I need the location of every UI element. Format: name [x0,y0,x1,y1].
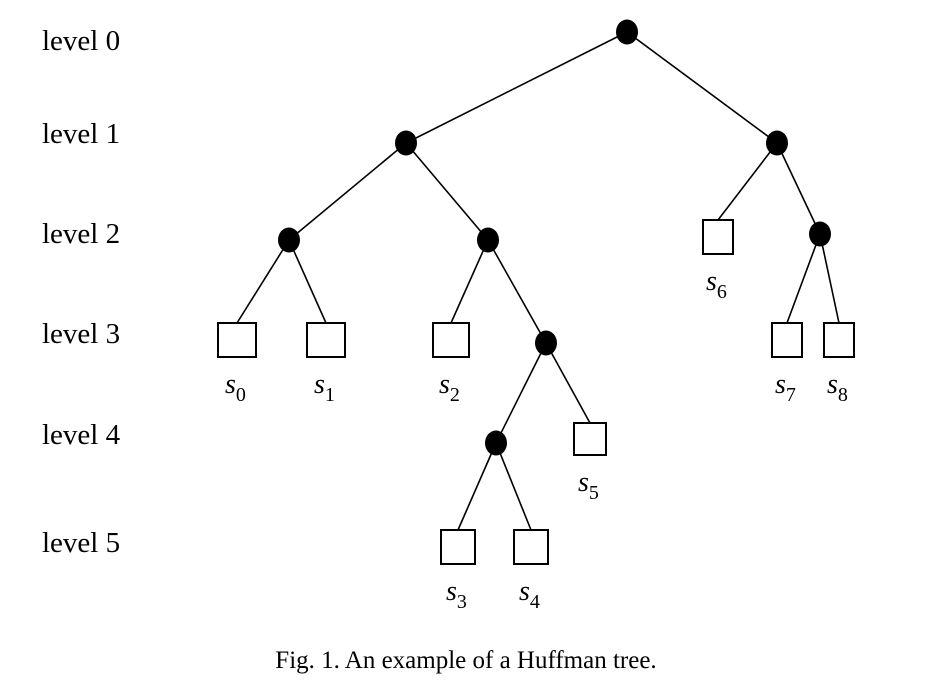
edge-n2c-s8 [819,233,840,324]
internal-node-root [616,19,638,45]
internal-node-n2b [477,227,499,253]
internal-node-n3 [535,330,557,356]
leaf-node-s7 [771,322,803,358]
leaf-node-s0 [217,322,257,358]
leaf-label-s1: s1 [314,369,335,406]
internal-node-n1R [766,130,788,156]
level-label-4: level 4 [42,419,121,451]
edge-n2b-s2 [450,239,489,324]
leaf-label-s7: s7 [775,369,796,406]
internal-node-n4 [485,430,507,456]
edge-n4-s3 [457,442,497,531]
leaf-labels: s0 s1 s2 s3 s4 s5 s6 s7 s8 [225,266,848,613]
leaf-label-s8: s8 [827,369,848,406]
leaf-label-s5: s5 [578,467,599,504]
internal-node-n2c [809,221,831,247]
leaf-label-s6: s6 [706,266,727,303]
tree-edges [236,31,840,531]
edge-n2a-s0 [236,239,290,324]
edge-n1L-n2a [288,142,407,241]
level-label-0: level 0 [42,25,120,57]
edge-n3-n4 [495,342,547,444]
leaf-node-s2 [432,322,470,358]
edge-root-n1L [405,31,628,144]
edge-n1L-n2b [405,142,489,241]
level-label-3: level 3 [42,318,120,350]
edge-n2b-n3 [487,239,547,344]
leaf-node-s1 [306,322,346,358]
leaf-node-s3 [440,529,476,565]
edge-n3-s5 [545,342,591,424]
leaf-label-s0: s0 [225,369,246,406]
tree-nodes [217,19,855,565]
internal-node-n1L [395,130,417,156]
leaf-label-s3: s3 [446,576,467,613]
level-labels: level 0 level 1 level 2 level 3 level 4 level… [42,25,121,559]
internal-node-n2a [278,227,300,253]
edge-n1R-n2c [776,142,821,235]
leaf-node-s4 [513,529,549,565]
level-label-2: level 2 [42,218,120,250]
edge-root-n1R [626,31,778,144]
edge-n2a-s1 [288,239,327,324]
leaf-node-s5 [573,422,607,456]
level-label-5: level 5 [42,527,120,559]
level-label-1: level 1 [42,118,120,150]
leaf-node-s6 [702,219,734,255]
leaf-label-s4: s4 [519,576,540,613]
leaf-label-s2: s2 [439,369,460,406]
edge-n1R-s6 [717,142,778,221]
figure-caption: Fig. 1. An example of a Huffman tree. [275,647,657,674]
edge-n4-s4 [495,442,532,531]
edge-n2c-s7 [786,233,821,324]
leaf-node-s8 [823,322,855,358]
